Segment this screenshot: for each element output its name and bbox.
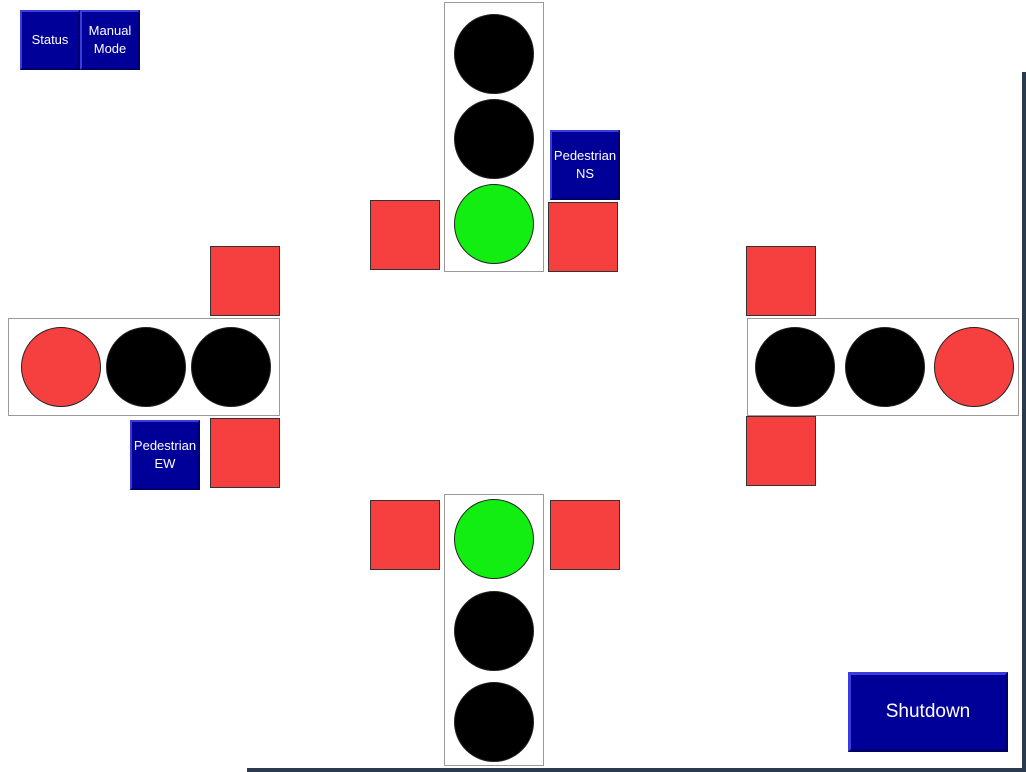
south-light-top-lamp bbox=[454, 499, 534, 579]
east-light-right-lamp bbox=[934, 327, 1014, 407]
north-light-bottom-lamp bbox=[454, 184, 534, 264]
south-light-bottom-lamp bbox=[454, 682, 534, 762]
shutdown-button[interactable]: Shutdown bbox=[848, 672, 1008, 752]
south-light-middle-lamp bbox=[454, 591, 534, 671]
north-traffic-light bbox=[444, 2, 544, 272]
status-button-label: Status bbox=[31, 32, 69, 47]
pedestrian-ew-button[interactable]: Pedestrian EW bbox=[130, 420, 200, 490]
west-traffic-light bbox=[8, 318, 280, 416]
south-pedestrian-signal-left bbox=[370, 500, 440, 570]
west-pedestrian-signal-bottom bbox=[210, 418, 280, 488]
south-traffic-light bbox=[444, 494, 544, 766]
west-light-left-lamp bbox=[21, 327, 101, 407]
manual-mode-button[interactable]: Manual Mode bbox=[80, 10, 140, 70]
east-light-middle-lamp bbox=[845, 327, 925, 407]
south-pedestrian-signal-right bbox=[550, 500, 620, 570]
east-pedestrian-signal-bottom bbox=[746, 416, 816, 486]
north-light-top-lamp bbox=[454, 14, 534, 94]
window-edge-bottom bbox=[247, 768, 1026, 772]
pedestrian-ns-button[interactable]: Pedestrian NS bbox=[550, 130, 620, 200]
shutdown-button-label: Shutdown bbox=[885, 701, 971, 722]
west-light-right-lamp bbox=[191, 327, 271, 407]
north-pedestrian-signal-right bbox=[548, 202, 618, 272]
west-pedestrian-signal-top bbox=[210, 246, 280, 316]
east-traffic-light bbox=[747, 318, 1019, 416]
status-button[interactable]: Status bbox=[20, 10, 80, 70]
window-edge-right bbox=[1022, 72, 1026, 768]
west-light-middle-lamp bbox=[106, 327, 186, 407]
north-light-middle-lamp bbox=[454, 99, 534, 179]
manual-mode-button-label: Manual Mode bbox=[88, 23, 132, 56]
east-pedestrian-signal-top bbox=[746, 246, 816, 316]
pedestrian-ns-button-label: Pedestrian NS bbox=[553, 148, 617, 181]
pedestrian-ew-button-label: Pedestrian EW bbox=[133, 438, 197, 471]
east-light-left-lamp bbox=[755, 327, 835, 407]
north-pedestrian-signal-left bbox=[370, 200, 440, 270]
